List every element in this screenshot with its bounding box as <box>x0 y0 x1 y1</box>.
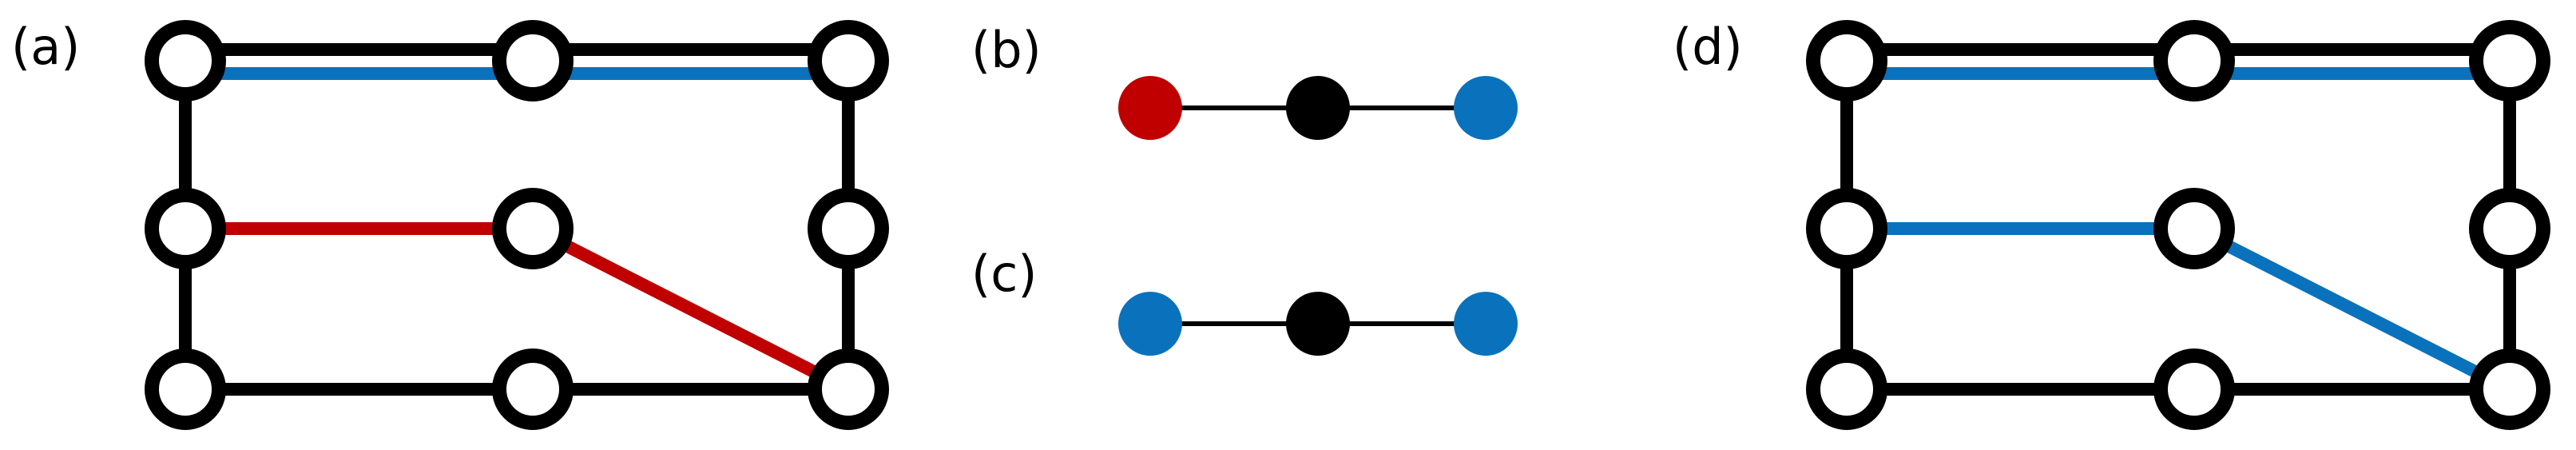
c-node-center[interactable] <box>1286 292 1350 356</box>
a-node-middle-right[interactable] <box>808 188 889 269</box>
a-node-top-left[interactable] <box>145 20 226 102</box>
panel-a: (a) <box>0 0 903 450</box>
panel-b-label: (b) <box>971 21 1042 79</box>
d-node-top-left[interactable] <box>1806 20 1887 102</box>
d-node-middle-center[interactable] <box>2153 188 2235 269</box>
b-node-left[interactable] <box>1118 76 1182 140</box>
d-node-bottom-right[interactable] <box>2469 348 2550 430</box>
panel-b-graph <box>1118 76 1518 140</box>
d-node-middle-left[interactable] <box>1806 188 1887 269</box>
d-node-bottom-left[interactable] <box>1806 348 1887 430</box>
d-nodes-group <box>1806 20 2550 430</box>
panel-c: (c) <box>943 224 1582 450</box>
a-edge-diagonal-red <box>530 222 851 396</box>
d-node-top-right[interactable] <box>2469 20 2550 102</box>
c-nodes-group <box>1118 292 1518 356</box>
d-node-middle-right[interactable] <box>2469 188 2550 269</box>
a-node-top-right[interactable] <box>808 20 889 102</box>
a-node-bottom-left[interactable] <box>145 348 226 430</box>
b-node-right[interactable] <box>1454 76 1518 140</box>
panel-a-graph <box>145 20 889 430</box>
panel-d-graph <box>1806 20 2550 430</box>
panel-c-graph <box>1118 292 1518 356</box>
a-node-top-center[interactable] <box>492 20 574 102</box>
c-node-right[interactable] <box>1454 292 1518 356</box>
panel-d-label: (d) <box>1673 18 1743 76</box>
panel-d: (d) <box>1661 0 2576 450</box>
panel-a-label: (a) <box>11 18 81 76</box>
panel-c-label: (c) <box>971 245 1038 303</box>
a-node-middle-left[interactable] <box>145 188 226 269</box>
panel-b: (b) <box>943 0 1582 224</box>
a-node-bottom-center[interactable] <box>492 348 574 430</box>
c-node-left[interactable] <box>1118 292 1182 356</box>
b-nodes-group <box>1118 76 1518 140</box>
d-edge-diagonal-blue <box>2191 222 2513 396</box>
a-nodes-group <box>145 20 889 430</box>
a-node-bottom-right[interactable] <box>808 348 889 430</box>
d-node-bottom-center[interactable] <box>2153 348 2235 430</box>
d-node-top-center[interactable] <box>2153 20 2235 102</box>
b-node-center[interactable] <box>1286 76 1350 140</box>
a-node-middle-center[interactable] <box>492 188 574 269</box>
